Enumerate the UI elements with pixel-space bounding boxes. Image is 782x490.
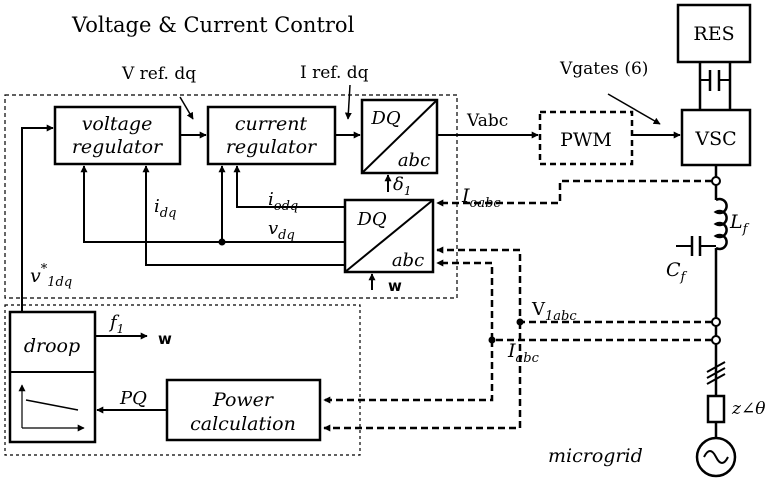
i-ref-dq-label: I ref. dq [300, 63, 369, 83]
idq-label: idq [154, 196, 176, 221]
vsc-label: VSC [694, 128, 736, 150]
pwm-block [538, 110, 634, 166]
voltage-regulator-line1: voltage [82, 113, 153, 135]
cf-label: Cf [666, 259, 688, 285]
iabc-sense-point [711, 335, 721, 345]
dq-abc-top-abc: abc [398, 150, 430, 171]
f1-label: f1 [108, 312, 124, 336]
v1-sense-point [711, 317, 721, 327]
delta1-label: δ1 [393, 174, 411, 198]
iodq-feedback-wire [233, 165, 345, 208]
droop-characteristic-line [25, 399, 79, 411]
dq-abc-top-diagonal [361, 99, 438, 174]
v-ref-arrow [179, 96, 194, 120]
lf-label: Lf [729, 211, 750, 237]
dq-abc-top-dq: DQ [370, 108, 400, 129]
vgates-label: Vgates (6) [559, 59, 648, 79]
iabc-measure-wire [436, 259, 712, 342]
vdq-junction [218, 238, 226, 246]
v1dq-ref-wire [21, 124, 54, 312]
v1abc-label: V1abc [531, 299, 577, 324]
iabc-to-power-wire [323, 340, 494, 404]
microgrid-label: microgrid [548, 445, 643, 467]
pq-label: PQ [119, 388, 147, 409]
ioabc-label: Ioabc [461, 185, 501, 211]
impedance-label: z∠θ [731, 399, 765, 419]
io-sense-point [711, 176, 721, 186]
vsc-block [680, 108, 752, 167]
v1dq-star-label: v*1dq [30, 262, 72, 290]
v1abc-junction [516, 318, 524, 326]
iodq-label: iodq [268, 189, 298, 214]
vdq-label: vdq [268, 218, 295, 243]
res-block [676, 3, 752, 64]
current-regulator-line1: current [235, 113, 308, 135]
dq-abc-bottom-abc: abc [392, 250, 424, 271]
v1abc-to-power-wire [323, 322, 522, 432]
power-calculation-block [165, 378, 322, 442]
pwm-label: PWM [560, 129, 612, 151]
dq-abc-bottom-diagonal [344, 199, 434, 273]
diagram-title: Voltage & Current Control [71, 13, 355, 37]
idq-feedback-wire [142, 165, 345, 266]
impedance-block [706, 394, 726, 424]
w-bottom-label: w [388, 277, 402, 295]
power-calculation-line2: calculation [190, 413, 296, 435]
power-calculation-line1: Power [212, 389, 275, 411]
v-ref-dq-label: V ref. dq [121, 64, 196, 84]
ioabc-measure-wire [436, 179, 712, 207]
vabc-label: Vabc [466, 111, 508, 131]
voltage-regulator-block [53, 105, 182, 166]
sine-wave-icon [703, 450, 729, 464]
current-regulator-line2: regulator [226, 136, 318, 158]
voltage-regulator-line2: regulator [72, 136, 164, 158]
filter-inductor [713, 197, 728, 251]
i-ref-arrow [344, 84, 352, 120]
vgates-arrow [607, 93, 661, 125]
voltage-current-control-boundary [4, 94, 458, 299]
droop-label: droop [24, 335, 80, 357]
iabc-label: Iabc [507, 340, 540, 366]
w-droop-label: w [158, 330, 172, 348]
droop-block [8, 310, 97, 444]
vdq-feedback-wire [80, 165, 345, 243]
res-label: RES [693, 23, 734, 45]
dq-abc-bottom-dq: DQ [356, 209, 386, 230]
